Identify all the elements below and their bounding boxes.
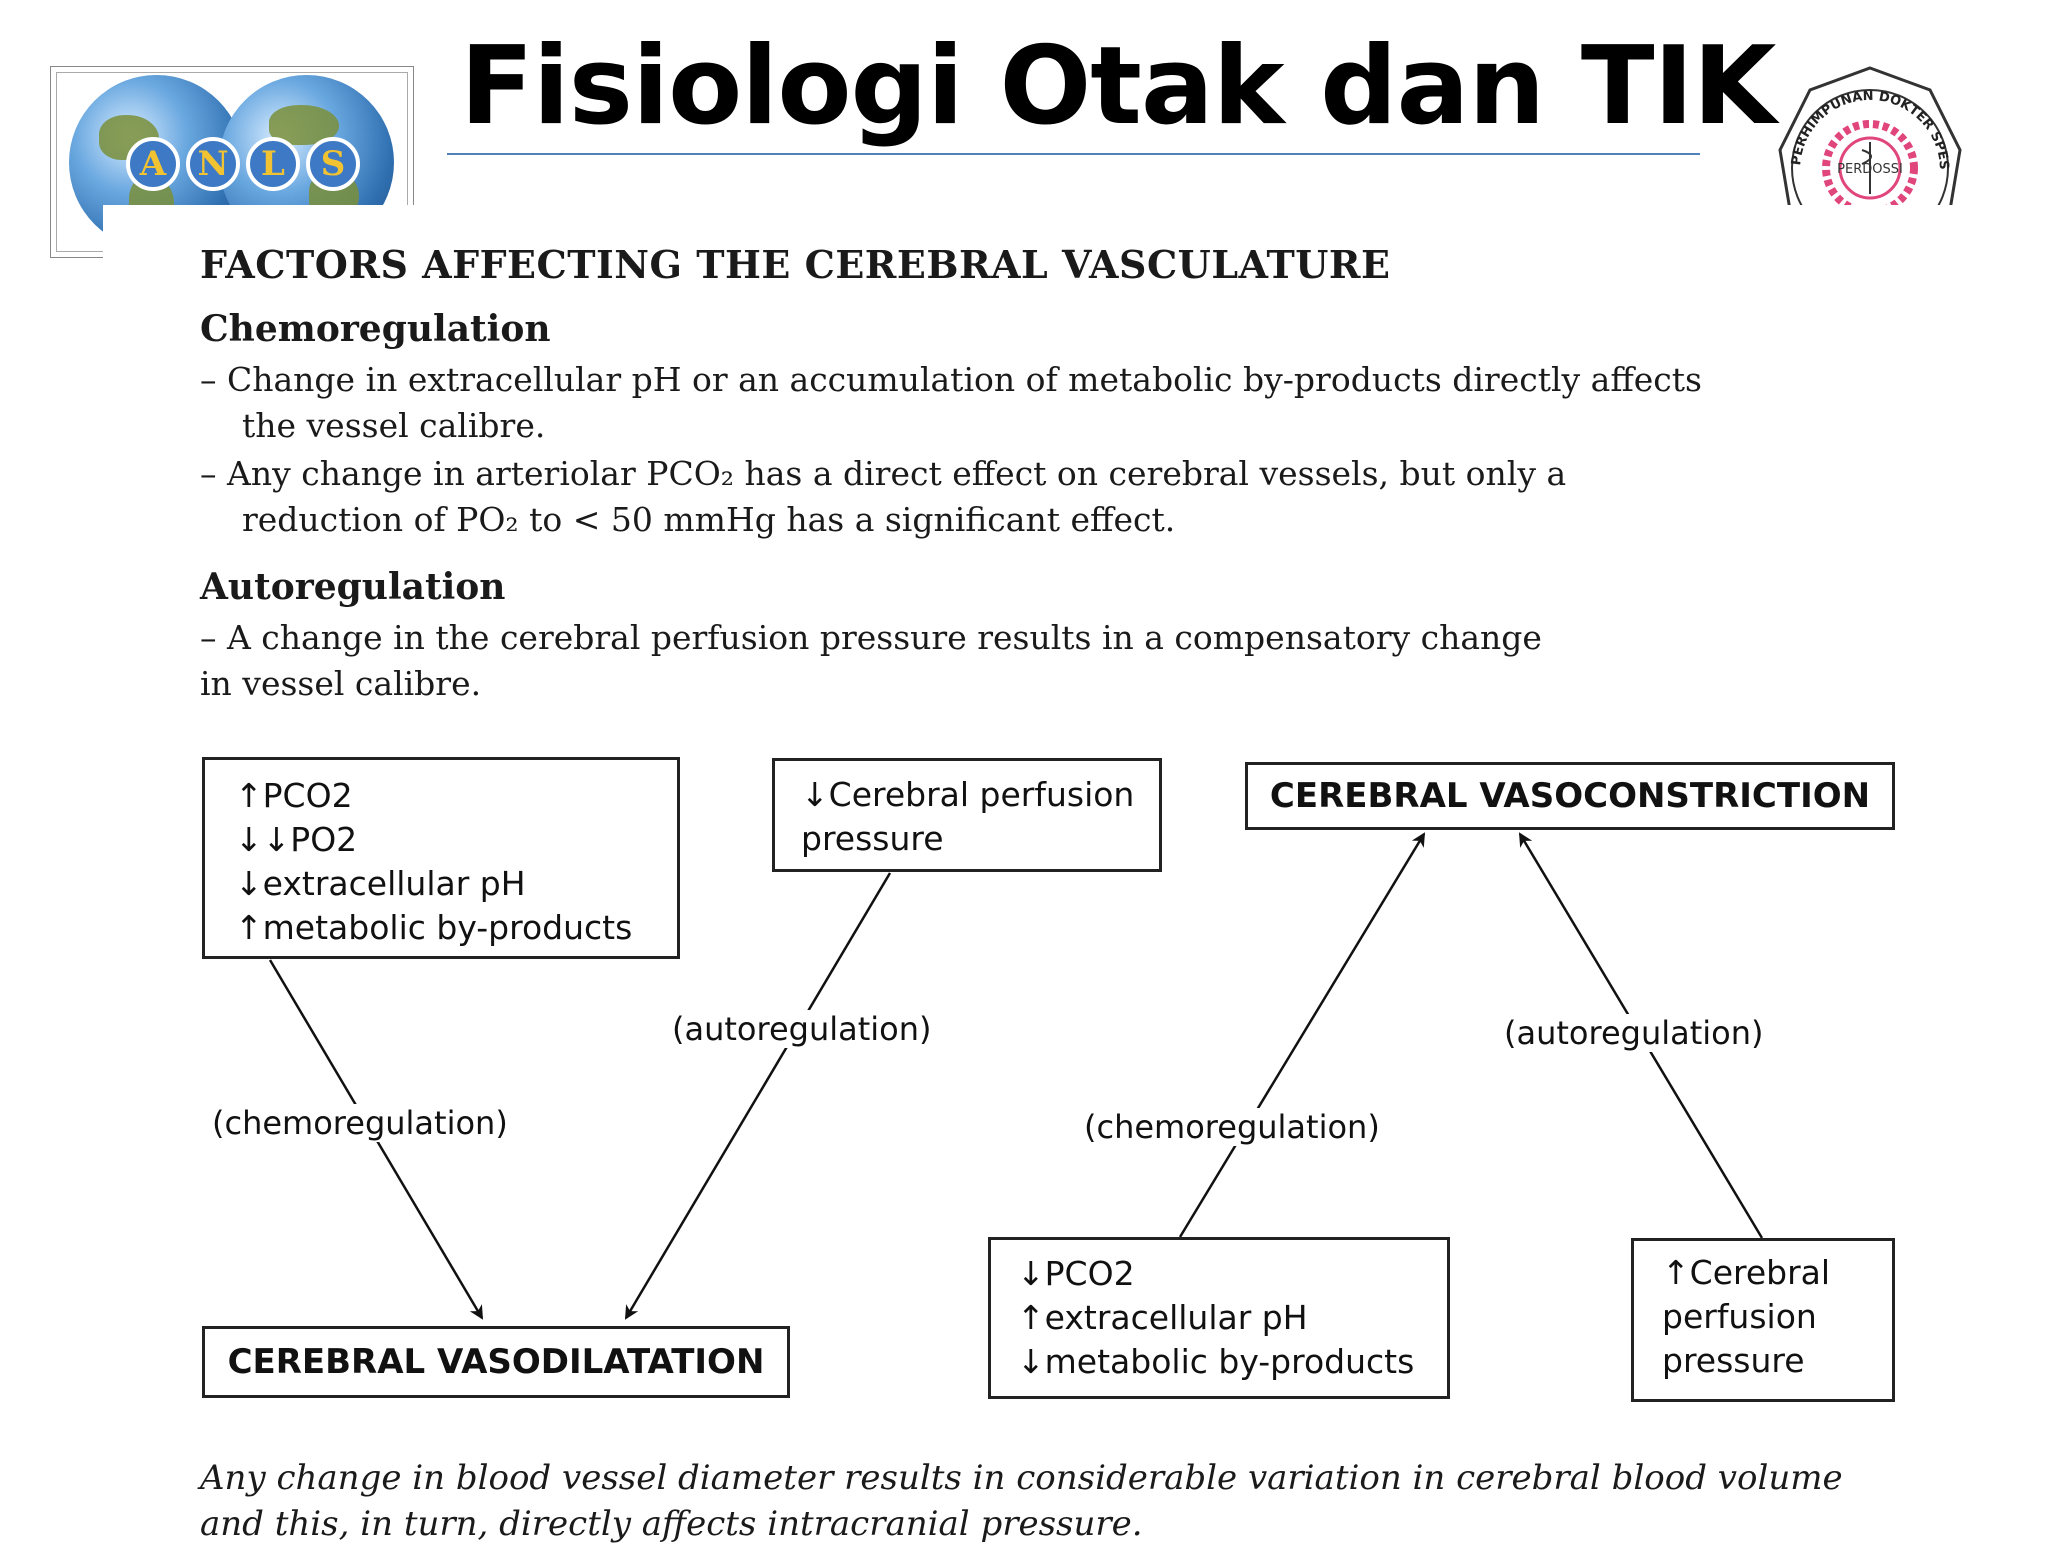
box-line: ↓PCO2 <box>1017 1254 1135 1293</box>
box-line: ↓↓PO2 <box>235 820 358 859</box>
title-underline <box>447 153 1700 155</box>
box-line: ↑Cerebral <box>1662 1253 1831 1292</box>
box-line: perfusion <box>1662 1297 1817 1336</box>
logo-letter: N <box>186 137 240 191</box>
anls-letters: A N L S <box>126 137 360 191</box>
vasodilatation-box: CEREBRAL VASODILATATION <box>202 1326 790 1398</box>
logo-letter: L <box>246 137 300 191</box>
arrow-chemo-to-vasoconstriction <box>1178 832 1426 1238</box>
figure-overlap <box>103 205 423 265</box>
autoregulation-title: Autoregulation <box>200 566 506 608</box>
box-line: ↑PCO2 <box>235 776 353 815</box>
figure-heading: FACTORS AFFECTING THE CEREBRAL VASCULATU… <box>200 242 1391 287</box>
increased-perfusion-box: ↑Cerebral perfusion pressure <box>1631 1238 1895 1402</box>
autoregulation-text: in vessel calibre. <box>200 664 482 703</box>
chemoregulation-text: the vessel calibre. <box>242 406 546 445</box>
box-line: ↑metabolic by-products <box>235 908 633 947</box>
chemoregulation-title: Chemoregulation <box>200 308 551 350</box>
vasoconstriction-box: CEREBRAL VASOCONSTRICTION <box>1245 762 1895 830</box>
vasodilatation-chemical-causes-box: ↑PCO2 ↓↓PO2 ↓extracellular pH ↑metabolic… <box>202 757 680 959</box>
chemoregulation-text: – Change in extracellular pH or an accum… <box>200 360 1702 399</box>
chemoregulation-text: – Any change in arteriolar PCO₂ has a di… <box>200 454 1567 493</box>
logo-letter: A <box>126 137 180 191</box>
perdossi-seal-logo: PERHIMPUNAN DOKTER SPESIALIS SARAF PERDO… <box>1770 60 1970 205</box>
slide-title: Fisiologi Otak dan TIK <box>460 24 1776 149</box>
box-line: ↑extracellular pH <box>1017 1298 1308 1337</box>
chemoregulation-text: reduction of PO₂ to < 50 mmHg has a sign… <box>242 500 1176 539</box>
box-line: ↓metabolic by-products <box>1017 1342 1415 1381</box>
box-line: pressure <box>801 819 944 858</box>
decreased-perfusion-box: ↓Cerebral perfusion pressure <box>772 758 1162 872</box>
box-line: pressure <box>1662 1341 1805 1380</box>
seal-icon: PERHIMPUNAN DOKTER SPESIALIS SARAF PERDO… <box>1770 60 1962 205</box>
arrow-auto-to-vasodilatation <box>624 872 892 1320</box>
label-chemoregulation-left: (chemoregulation) <box>210 1104 510 1142</box>
label-autoregulation-left: (autoregulation) <box>670 1010 934 1048</box>
figure-caption: and this, in turn, directly affects intr… <box>200 1504 1143 1544</box>
figure-caption: Any change in blood vessel diameter resu… <box>200 1458 1843 1498</box>
label-chemoregulation-right: (chemoregulation) <box>1082 1108 1382 1146</box>
box-line: ↓extracellular pH <box>235 864 526 903</box>
vasoconstriction-chemical-causes-box: ↓PCO2 ↑extracellular pH ↓metabolic by-pr… <box>988 1237 1450 1399</box>
label-autoregulation-right: (autoregulation) <box>1502 1014 1766 1052</box>
autoregulation-text: – A change in the cerebral perfusion pre… <box>200 618 1542 657</box>
box-line: ↓Cerebral perfusion <box>801 775 1135 814</box>
logo-letter: S <box>306 137 360 191</box>
